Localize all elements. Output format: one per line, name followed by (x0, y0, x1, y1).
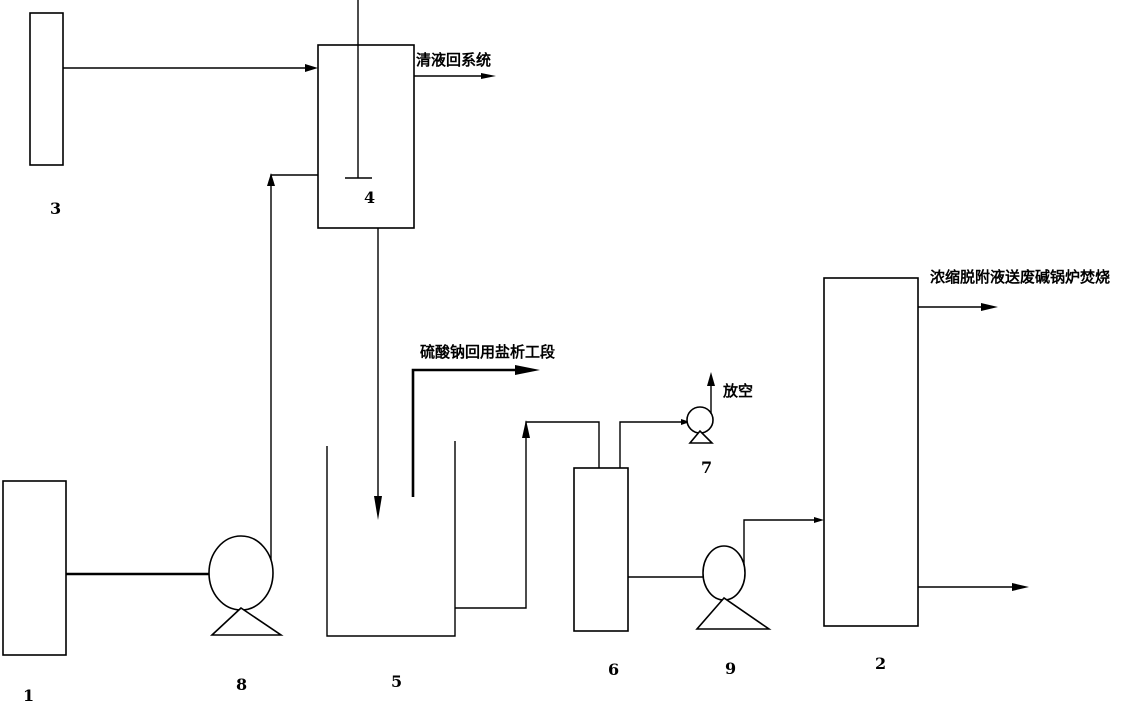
pump-8-base (209, 606, 284, 636)
equipment-number-3: 3 (50, 199, 61, 218)
tank-4 (317, 44, 415, 229)
column-2 (823, 277, 919, 627)
arrowhead-4-clear-out (481, 73, 496, 79)
equipment-number-1: 1 (23, 686, 34, 704)
equipment-number-5: 5 (391, 672, 402, 691)
tank-3 (29, 12, 64, 166)
equipment-number-4: 4 (364, 188, 375, 207)
label-clear-liquid-return: 清液回系统 (416, 51, 491, 69)
arrowhead-4-to-5 (374, 496, 382, 520)
equipment-number-6: 6 (608, 660, 619, 679)
pipe-6-to-7 (619, 421, 686, 468)
pump-9-body (702, 545, 746, 601)
equipment-number-7: 7 (701, 458, 712, 477)
fan-7-base (688, 429, 714, 444)
equipment-number-9: 9 (725, 659, 736, 678)
equipment-number-8: 8 (236, 675, 247, 694)
pipe-8-to-4 (270, 174, 318, 560)
arrowhead-7-vent (707, 372, 715, 386)
arrowhead-3-to-4 (305, 64, 318, 72)
tank-6 (573, 467, 629, 632)
fan-7-body (686, 406, 714, 434)
arrowhead-2-bottom-out (1012, 583, 1029, 591)
label-sodium-sulfate-reuse: 硫酸钠回用盐析工段 (420, 343, 555, 361)
arrowhead-2-top-out (981, 303, 998, 311)
label-concentrated-desorption: 浓缩脱附液送废碱锅炉焚烧 (930, 268, 1110, 286)
equipment-number-2: 2 (875, 654, 886, 673)
arrowhead-5-reuse-out (515, 365, 540, 375)
arrowhead-5-to-6 (522, 420, 530, 438)
pipe-5-reuse-out (411, 368, 522, 497)
tank-1 (2, 480, 67, 656)
label-vent: 放空 (722, 382, 753, 400)
pump-8-body (208, 535, 274, 611)
arrowhead-9-to-2 (814, 517, 824, 523)
arrowhead-8-to-4 (267, 173, 275, 186)
tank-5 (326, 441, 456, 637)
pump-9-base (695, 596, 772, 630)
arrowhead-6-to-7 (681, 419, 690, 425)
pipe-9-to-2 (743, 519, 818, 565)
